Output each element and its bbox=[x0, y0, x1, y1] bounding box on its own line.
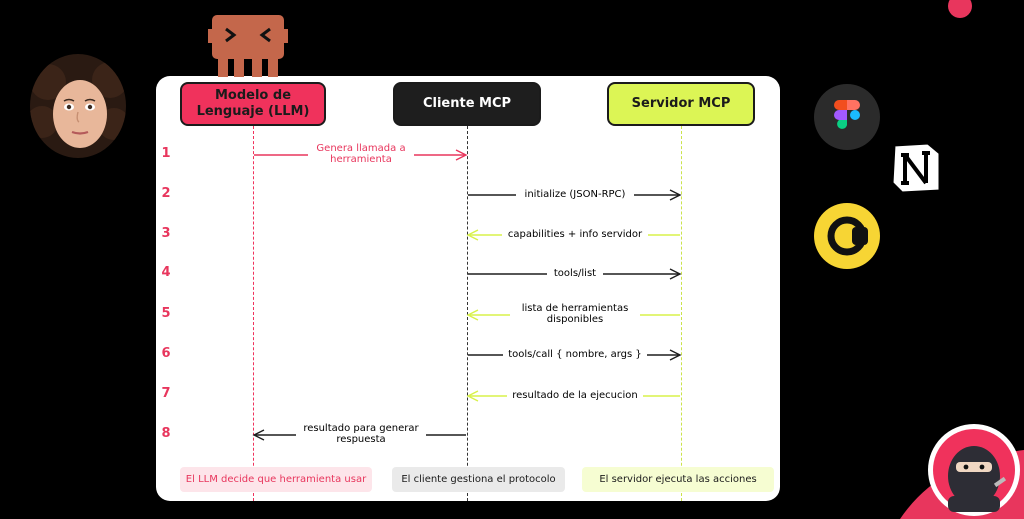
step-number-6: 6 bbox=[161, 346, 171, 361]
step-number-2: 2 bbox=[161, 186, 171, 201]
step-number-1: 1 bbox=[161, 146, 171, 161]
server-note: El servidor ejecuta las acciones bbox=[582, 467, 774, 492]
message-label-5: lista de herramientas disponibles bbox=[510, 303, 640, 325]
sequence-diagram-card: Modelo de Lenguaje (LLM) Cliente MCP Ser… bbox=[156, 76, 780, 501]
llm-note: El LLM decide que herramienta usar bbox=[180, 467, 372, 492]
mascot-icon bbox=[208, 15, 288, 77]
message-label-3: capabilities + info servidor bbox=[502, 229, 648, 240]
server-lifeline bbox=[681, 126, 682, 501]
llm-lifeline bbox=[253, 126, 254, 501]
step-number-4: 4 bbox=[161, 265, 171, 280]
notion-icon bbox=[890, 141, 942, 195]
app-logo-icon bbox=[814, 203, 880, 269]
step-number-3: 3 bbox=[161, 226, 171, 241]
step-number-7: 7 bbox=[161, 386, 171, 401]
message-label-2: initialize (JSON-RPC) bbox=[516, 189, 634, 200]
message-label-4: tools/list bbox=[547, 268, 603, 279]
presenter-avatar bbox=[30, 54, 126, 158]
ninja-avatar bbox=[900, 424, 1024, 519]
step-number-5: 5 bbox=[161, 306, 171, 321]
figma-icon bbox=[814, 84, 880, 150]
llm-participant: Modelo de Lenguaje (LLM) bbox=[180, 82, 326, 126]
message-label-8: resultado para generar respuesta bbox=[296, 423, 426, 445]
client-participant: Cliente MCP bbox=[393, 82, 541, 126]
server-participant: Servidor MCP bbox=[607, 82, 755, 126]
message-label-6: tools/call { nombre, args } bbox=[503, 349, 647, 360]
message-label-7: resultado de la ejecucion bbox=[507, 390, 643, 401]
client-note: El cliente gestiona el protocolo bbox=[392, 467, 565, 492]
decorative-dot bbox=[948, 0, 972, 18]
message-arrows bbox=[252, 149, 682, 441]
client-lifeline bbox=[467, 126, 468, 501]
step-number-8: 8 bbox=[161, 426, 171, 441]
message-label-1: Genera llamada a herramienta bbox=[308, 143, 414, 165]
